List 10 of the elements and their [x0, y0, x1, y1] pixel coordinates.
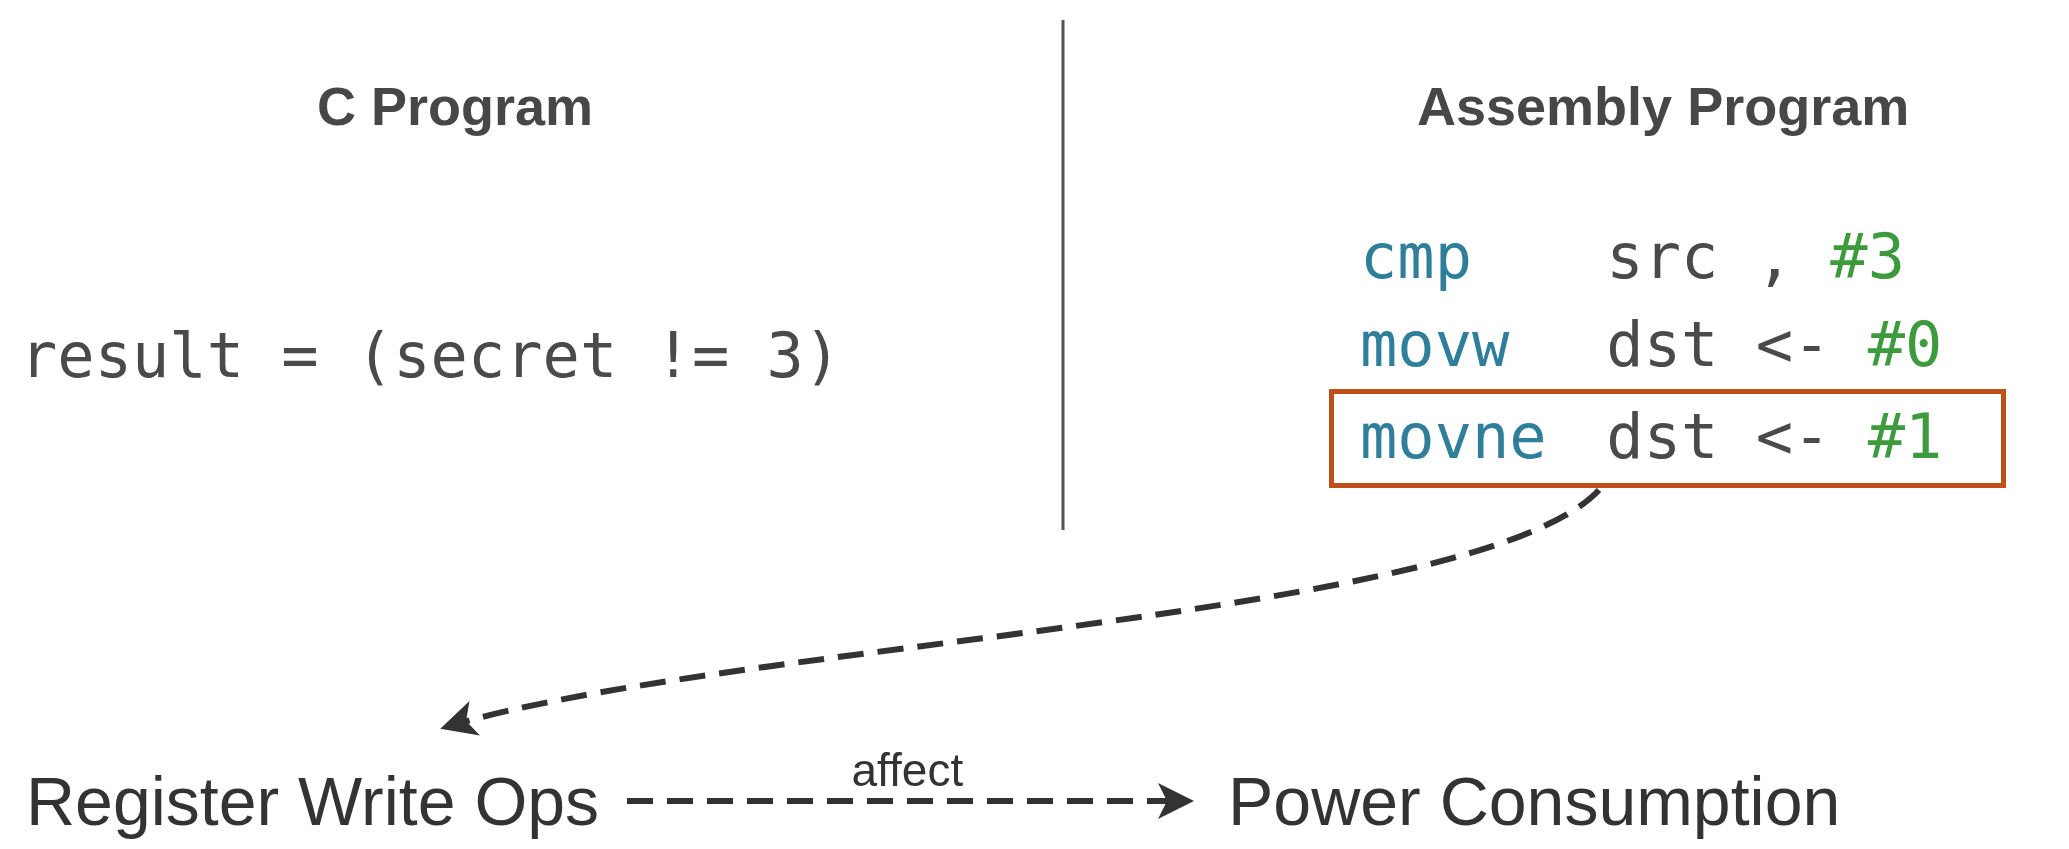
- code-line: result = (secret != 3): [20, 319, 842, 394]
- code-line: cmp src , #3: [1360, 220, 1905, 295]
- arrow: [440, 487, 1601, 738]
- highlight-box: movne dst <- #1: [1329, 389, 2006, 488]
- node-label: Register Write Ops: [26, 762, 600, 840]
- heading: Assembly Program: [1417, 75, 1910, 137]
- node-label: Power Consumption: [1228, 762, 1841, 840]
- arrow: [627, 783, 1194, 819]
- code-line: movw dst <- #0: [1360, 308, 1943, 383]
- heading: C Program: [317, 75, 594, 137]
